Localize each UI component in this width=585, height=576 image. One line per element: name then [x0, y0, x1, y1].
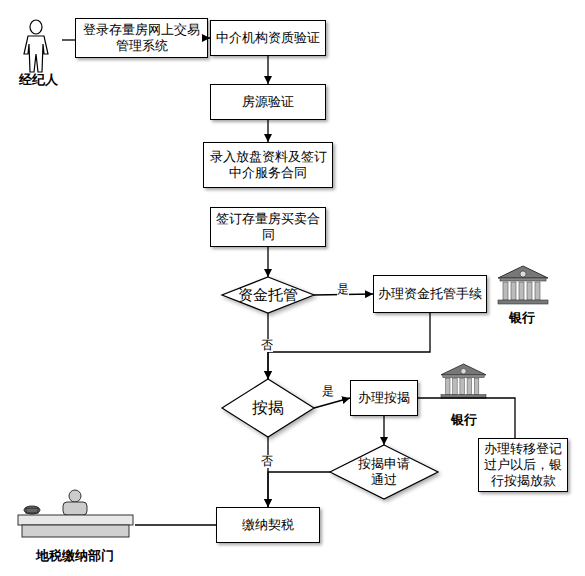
bank-node: 银行 — [436, 364, 492, 428]
process-box: 中介机构资质验证 — [210, 20, 326, 56]
node-text: 办理资金托管手续 — [378, 286, 482, 302]
flow-arrow — [383, 416, 384, 445]
bank-icon — [498, 266, 548, 304]
desk-icon — [18, 490, 133, 537]
edge-label: 否 — [261, 455, 273, 468]
icon-caption: 经纪人 — [19, 72, 58, 88]
process-box: 登录存量房网上交易管理系统 — [75, 18, 208, 58]
flow-arrow — [267, 437, 268, 507]
tax-office-node: 地税缴纳部门 — [15, 488, 135, 564]
bank-node: 银行 — [494, 264, 550, 326]
process-box: 办理按揭 — [350, 380, 418, 416]
decision-diamond: 按揭 — [222, 379, 314, 437]
icon-caption: 地税缴纳部门 — [36, 548, 114, 564]
process-box: 办理转移登记过户以后，银行按揭放款 — [478, 438, 568, 492]
node-text: 资金托管 — [238, 286, 298, 305]
node-text: 办理按揭 — [358, 390, 410, 406]
node-text: 办理转移登记过户以后，银行按揭放款 — [483, 441, 563, 490]
person-node: 经纪人 — [14, 18, 62, 88]
node-text: 缴纳契税 — [242, 517, 294, 533]
decision-diamond: 资金托管 — [222, 277, 314, 313]
node-text: 按揭 — [252, 398, 284, 418]
process-box: 办理资金托管手续 — [373, 275, 487, 313]
flow-arrow — [267, 56, 268, 84]
connector-line — [62, 39, 75, 40]
edge-label: 是 — [337, 283, 349, 296]
flow-arrow — [268, 313, 430, 379]
person-icon — [24, 20, 48, 72]
icon-caption: 银行 — [509, 310, 535, 326]
process-box: 录入放盘资料及签订中介服务合同 — [203, 142, 333, 188]
process-box: 房源验证 — [210, 84, 326, 120]
node-text: 录入放盘资料及签订中介服务合同 — [208, 149, 328, 182]
connector-line — [418, 398, 515, 438]
edge-label: 否 — [261, 339, 273, 352]
flow-arrow — [267, 120, 268, 142]
decision-diamond: 按揭申请通过 — [330, 445, 438, 499]
flow-arrow — [268, 472, 330, 507]
flow-arrow — [267, 247, 268, 277]
diamond-shape — [222, 277, 314, 313]
node-text: 签订存量房买卖合同 — [215, 211, 321, 244]
diamond-shape — [222, 379, 314, 437]
bank-icon — [441, 364, 486, 398]
icon-caption: 银行 — [451, 412, 477, 428]
node-text: 中介机构资质验证 — [216, 30, 320, 46]
flow-arrow — [314, 398, 350, 408]
node-text: 房源验证 — [242, 94, 294, 110]
process-box: 缴纳契税 — [216, 507, 320, 543]
node-text: 按揭申请通过 — [354, 456, 414, 489]
edge-label: 是 — [322, 385, 334, 398]
diamond-shape — [330, 445, 438, 499]
process-box: 签订存量房买卖合同 — [210, 207, 326, 247]
connector-line — [135, 524, 216, 525]
node-text: 登录存量房网上交易管理系统 — [80, 22, 203, 55]
